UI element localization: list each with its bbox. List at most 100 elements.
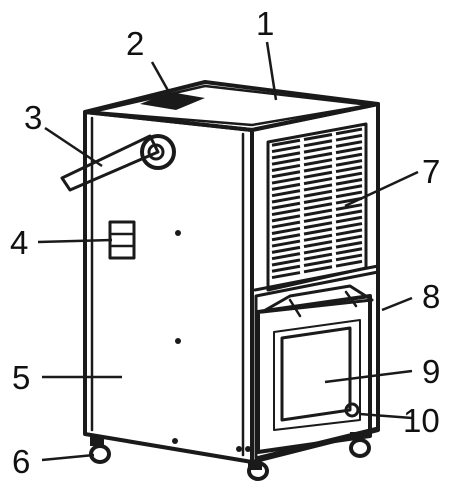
grille-slat <box>303 227 333 236</box>
grille-slat <box>303 158 333 167</box>
grille-slat <box>303 145 333 154</box>
screw <box>236 446 242 452</box>
grille-slat <box>335 146 363 155</box>
top-panel <box>83 80 380 132</box>
leader-line <box>37 238 113 244</box>
leader-line <box>265 41 278 101</box>
grille-slat <box>303 246 333 255</box>
callout-2: 2 <box>126 25 144 62</box>
grille-slat <box>271 214 301 223</box>
grille-slat <box>271 252 301 261</box>
leader-line <box>150 61 172 95</box>
carry-handle <box>60 134 176 192</box>
grille-slat <box>271 189 301 198</box>
grille-slat <box>271 182 301 191</box>
screw <box>175 230 181 236</box>
grille-slat <box>303 170 333 179</box>
grille-slat <box>303 139 333 148</box>
grille-slat <box>303 189 333 198</box>
top-grip <box>140 92 205 110</box>
grille-slat <box>303 233 333 242</box>
grille-slat <box>303 259 333 267</box>
grille-slat <box>271 145 301 154</box>
side-vent <box>108 220 136 260</box>
callout-9: 9 <box>422 353 440 390</box>
grille-slat <box>335 222 363 230</box>
grille-slat <box>303 151 333 160</box>
grille-slat <box>335 178 363 186</box>
callout-3: 3 <box>24 99 42 136</box>
grille-slat <box>303 177 333 186</box>
callout-1: 1 <box>256 5 274 42</box>
grille-slat <box>271 170 301 179</box>
callout-labels: 1 2 3 4 5 6 7 8 9 10 <box>10 5 440 480</box>
leader-line <box>359 412 413 420</box>
grille-slat <box>271 258 301 267</box>
leader-line <box>41 453 95 462</box>
grille-slat <box>271 163 301 172</box>
grille-slat <box>303 252 333 261</box>
grille-slat <box>271 245 301 254</box>
grille-slat <box>271 195 301 204</box>
grille-slat <box>271 208 301 217</box>
grille-slat <box>335 133 363 142</box>
grille-slat <box>335 127 363 136</box>
caster <box>89 436 111 464</box>
leader-line <box>381 296 413 312</box>
callout-8: 8 <box>422 278 440 315</box>
callout-7: 7 <box>422 153 440 190</box>
grille-slat <box>335 152 363 161</box>
water-tank <box>256 284 374 454</box>
drain-plug <box>344 402 360 418</box>
grille-slat <box>271 138 301 147</box>
screw <box>245 446 251 452</box>
callout-4: 4 <box>10 224 28 261</box>
grille-slat <box>303 265 333 274</box>
casters <box>89 432 371 481</box>
grille-slat <box>335 203 363 211</box>
grille-slat <box>303 208 333 217</box>
caster <box>247 461 269 481</box>
grille-slat <box>335 171 363 180</box>
grille-slat <box>335 184 363 192</box>
leader-lines <box>37 41 419 462</box>
grille-slat <box>271 226 301 235</box>
grille-slat <box>271 176 301 185</box>
grille-slat <box>271 271 301 280</box>
grille-slat <box>303 133 333 141</box>
grille-slat <box>335 234 363 243</box>
grille-slat <box>303 202 333 211</box>
front-panel <box>250 102 380 464</box>
caster <box>349 432 371 458</box>
grille-slat <box>335 228 363 237</box>
grille-slat <box>271 233 301 242</box>
grille-slat <box>335 159 363 167</box>
grille-slat <box>335 209 363 218</box>
grille-slat <box>271 157 301 166</box>
grille-slat <box>303 214 333 223</box>
grille-slat <box>335 140 363 148</box>
grille-slat <box>303 164 333 173</box>
grille-slat <box>303 183 333 192</box>
grille-slat <box>335 165 363 174</box>
grille-slat <box>271 264 301 273</box>
grille-slat <box>271 239 301 248</box>
grille-slat <box>303 221 333 230</box>
grille-slat <box>335 241 363 249</box>
exhaust-grille <box>266 122 368 292</box>
leader-line <box>44 126 103 168</box>
leader-line <box>324 369 413 384</box>
leader-line <box>344 170 419 208</box>
grille-slat <box>303 240 333 249</box>
grille-slat <box>335 215 363 224</box>
callout-5: 5 <box>12 359 30 396</box>
grille-slat <box>335 259 363 268</box>
grille-slat <box>303 196 333 204</box>
grille-slat <box>335 253 363 262</box>
grille-slat <box>271 151 301 160</box>
grille-slat <box>335 190 363 199</box>
callout-6: 6 <box>12 443 30 480</box>
grille-slat <box>335 247 363 255</box>
callout-10: 10 <box>403 402 440 439</box>
